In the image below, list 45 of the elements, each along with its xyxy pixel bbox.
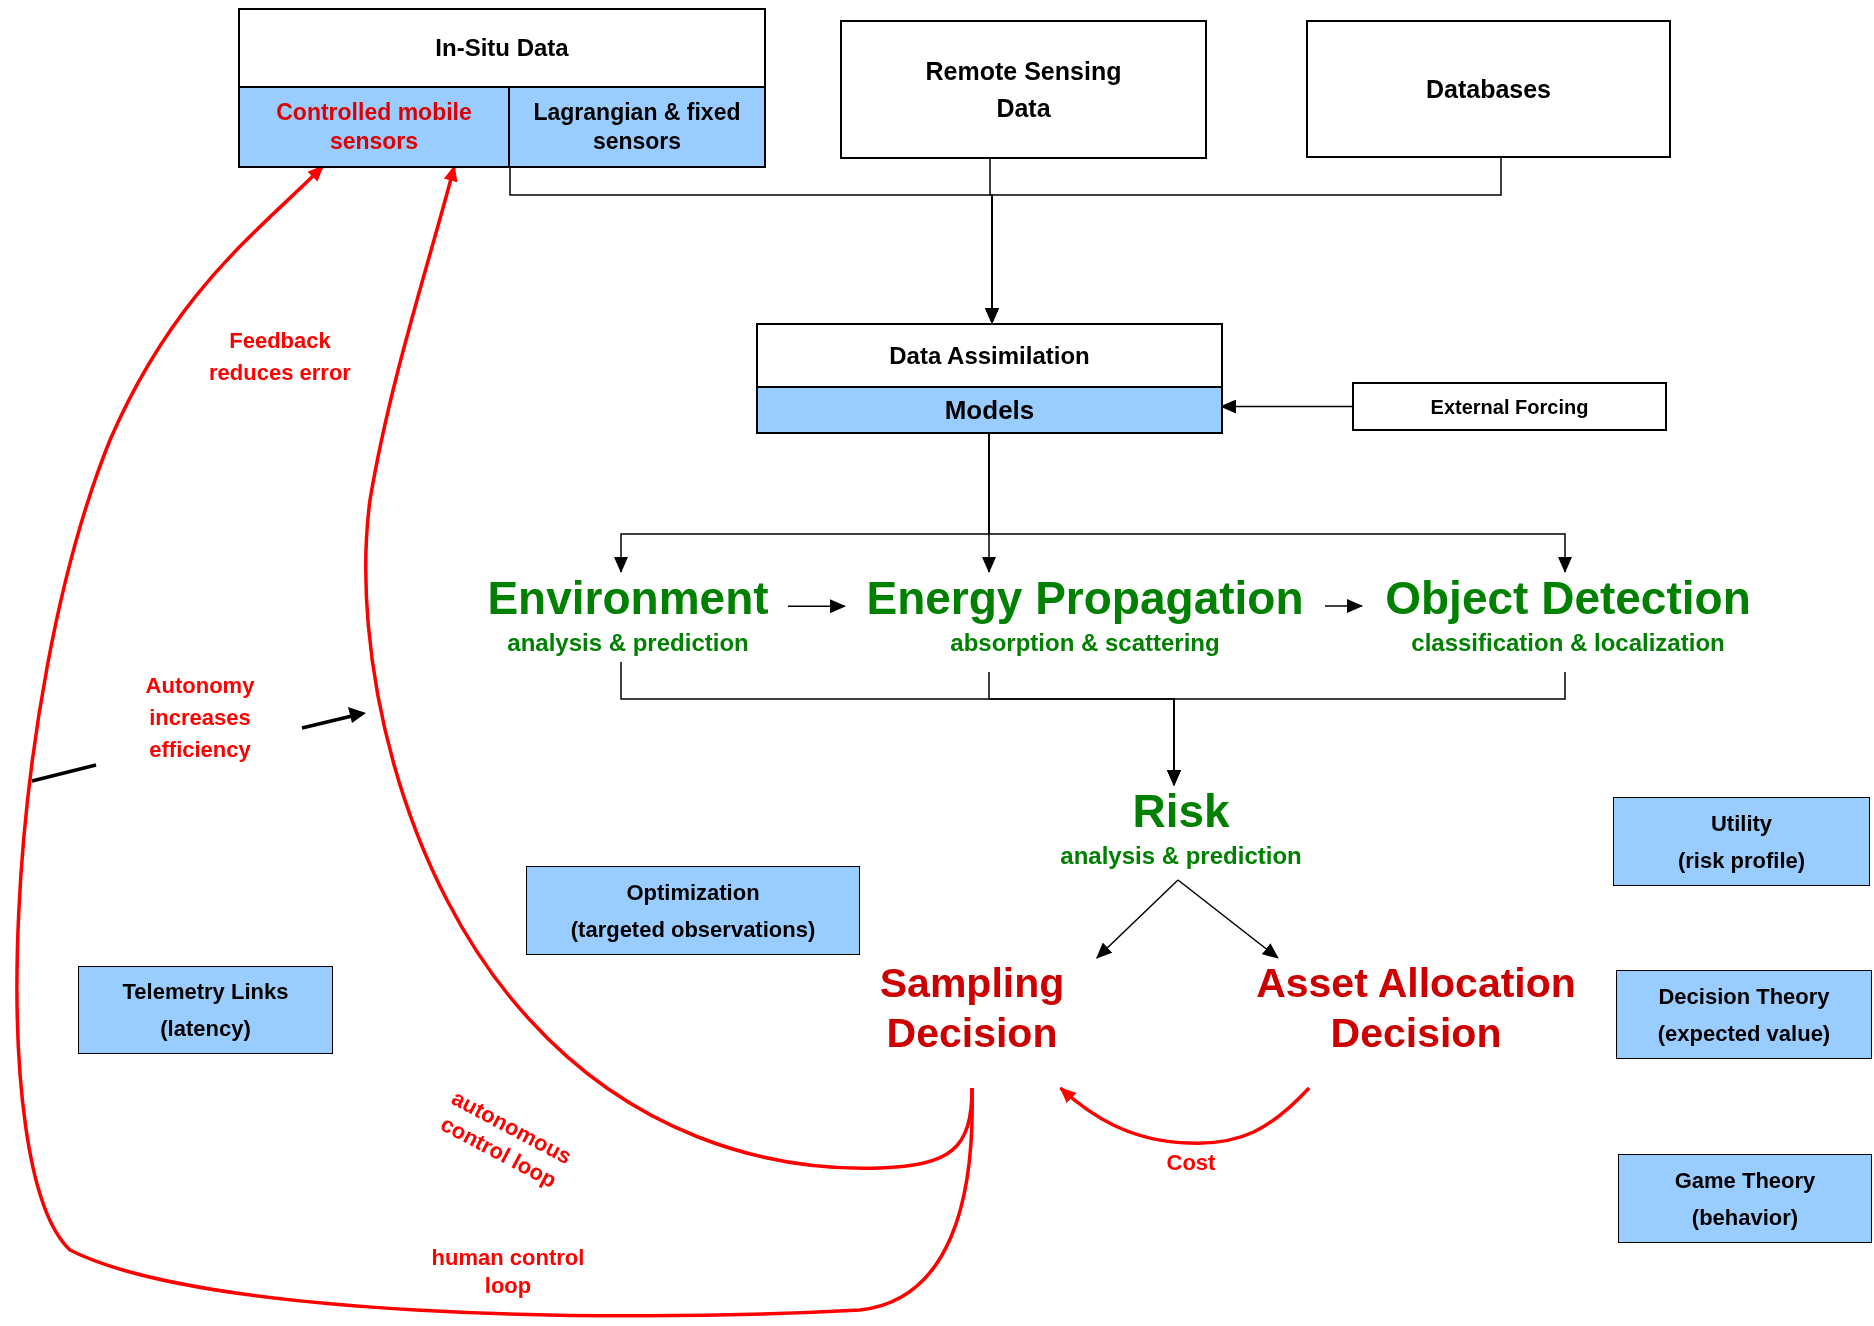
stage-subtitle: absorption & scattering (950, 628, 1220, 658)
forcing-box: External Forcing (1352, 382, 1667, 431)
arrow (985, 157, 1502, 324)
section-box (756, 323, 1223, 434)
method-subtitle: (behavior) (1691, 1203, 1799, 1232)
method-title: Telemetry Links (122, 978, 289, 1006)
method-box (1613, 797, 1870, 886)
stage-heading: Object Detection (1385, 572, 1751, 624)
stage-heading: Energy Propagation (866, 572, 1304, 624)
sensor-cell: Models (758, 386, 1221, 432)
stage-subtitle: analysis & prediction (507, 628, 749, 658)
stage-heading: Risk (1132, 785, 1230, 837)
method-title: Decision Theory (1658, 982, 1830, 1011)
decision-label: Sampling Decision (878, 959, 1066, 1058)
arrow (1059, 1086, 1311, 1145)
stage-subtitle: analysis & prediction (1060, 841, 1302, 871)
sensor-cell: Lagrangian & fixed sensors (508, 86, 764, 166)
method-title: Optimization (626, 878, 760, 907)
method-title: Game Theory (1674, 1166, 1816, 1195)
section-heading: In-Situ Data (435, 33, 569, 63)
arrow (1324, 599, 1363, 613)
method-subtitle: (expected value) (1657, 1019, 1831, 1048)
section-box (238, 8, 766, 168)
annotation-text: Autonomy increases efficiency (144, 672, 256, 764)
method-subtitle: (latency) (160, 1015, 251, 1043)
arrow (988, 433, 1572, 573)
method-box (78, 966, 333, 1054)
method-subtitle: (targeted observations) (570, 915, 816, 944)
arrow (787, 599, 846, 614)
method-subtitle: (risk profile) (1677, 846, 1806, 875)
arrow (1096, 879, 1179, 959)
arrow (1177, 879, 1279, 959)
stage-heading: Environment (487, 572, 769, 624)
stage-subtitle: classification & localization (1411, 628, 1725, 658)
method-box (526, 866, 860, 955)
source-box: Remote Sensing Data (840, 20, 1207, 159)
source-box: Databases (1306, 20, 1671, 158)
method-box (1616, 970, 1872, 1059)
decision-label: Asset Allocation Decision (1255, 959, 1577, 1058)
sensor-cell: Controlled mobile sensors (240, 86, 508, 166)
arrow (1167, 671, 1566, 786)
method-box (1618, 1154, 1872, 1243)
section-heading: Data Assimilation (889, 340, 1090, 371)
annotation-text: Feedback reduces error (208, 327, 352, 387)
method-title: Utility (1710, 809, 1773, 838)
